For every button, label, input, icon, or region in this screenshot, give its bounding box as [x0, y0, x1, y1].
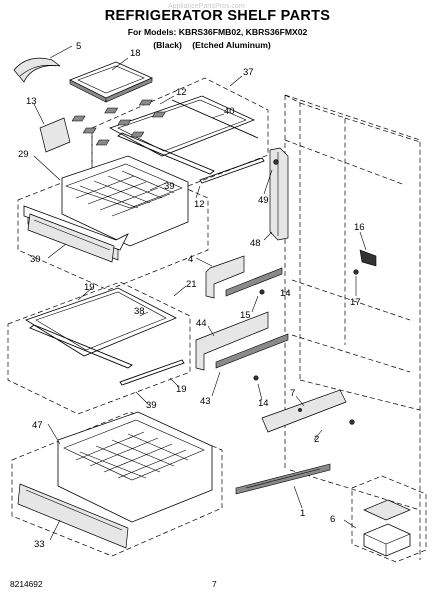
variant-etched: (Etched Aluminum)	[192, 40, 271, 50]
callout-14a: 14	[280, 288, 291, 299]
callout-5: 5	[76, 41, 81, 52]
callout-12a: 12	[176, 87, 187, 98]
part-13-panel	[39, 117, 71, 153]
callout-37: 37	[243, 67, 254, 78]
watermark: AppliancePartsPros.com	[168, 3, 245, 10]
slide-rail-1	[235, 463, 331, 495]
callout-21: 21	[186, 279, 197, 290]
pan-47	[11, 411, 223, 557]
callout-49: 49	[258, 195, 269, 206]
callout-1: 1	[300, 508, 305, 519]
page-title: REFRIGERATOR SHELF PARTS	[104, 8, 331, 24]
callout-47: 47	[32, 420, 43, 431]
bin-6	[351, 475, 427, 563]
callout-39b: 39	[146, 400, 157, 411]
callout-40: 40	[224, 106, 235, 117]
part-5-cover	[13, 57, 61, 83]
callout-18: 18	[130, 48, 141, 59]
models-line: For Models: KBRS36FMB02, KBRS36FMX02	[127, 27, 308, 37]
callout-38: 38	[134, 306, 145, 317]
drawer-front-33	[17, 483, 129, 549]
callout-44: 44	[196, 318, 207, 329]
variant-line: (Black) (Etched Aluminum)	[62, 40, 362, 50]
part-18-shelf	[69, 61, 153, 103]
callout-39a: 39	[164, 181, 175, 192]
slide-4	[205, 255, 283, 299]
callout-17: 17	[350, 297, 361, 308]
callout-30: 30	[30, 254, 41, 265]
callout-33: 33	[34, 539, 45, 550]
callout-19b: 19	[176, 384, 187, 395]
upper-shelf-group	[91, 77, 269, 201]
callout-4: 4	[188, 254, 193, 265]
callout-15: 15	[240, 310, 251, 321]
drawer-front-30	[27, 213, 115, 263]
callout-2: 2	[314, 434, 319, 445]
callout-48: 48	[250, 238, 261, 249]
glass-shelf-38	[7, 281, 191, 415]
rail-48-49	[269, 147, 289, 241]
variant-black: (Black)	[153, 40, 182, 50]
callout-13: 13	[26, 96, 37, 107]
rail-7	[261, 389, 355, 433]
callout-16: 16	[354, 222, 365, 233]
callout-12b: 12	[194, 199, 205, 210]
callout-labels: 5 18 37 13 12 40 29 39 12 49 16 48 4 30 …	[18, 41, 365, 550]
page-number: 7	[212, 579, 217, 589]
callout-19a: 19	[84, 282, 95, 293]
document-code: 8214692	[10, 579, 43, 589]
slide-44	[195, 311, 289, 381]
glass-shelf-40	[71, 95, 265, 184]
cabinet-outline	[284, 94, 421, 560]
callout-14b: 14	[258, 398, 269, 409]
callout-6: 6	[330, 514, 335, 525]
callout-43: 43	[200, 396, 211, 407]
callout-7: 7	[290, 388, 295, 399]
bracket-16	[353, 249, 377, 275]
leader-lines	[33, 45, 367, 541]
callout-29: 29	[18, 149, 29, 160]
